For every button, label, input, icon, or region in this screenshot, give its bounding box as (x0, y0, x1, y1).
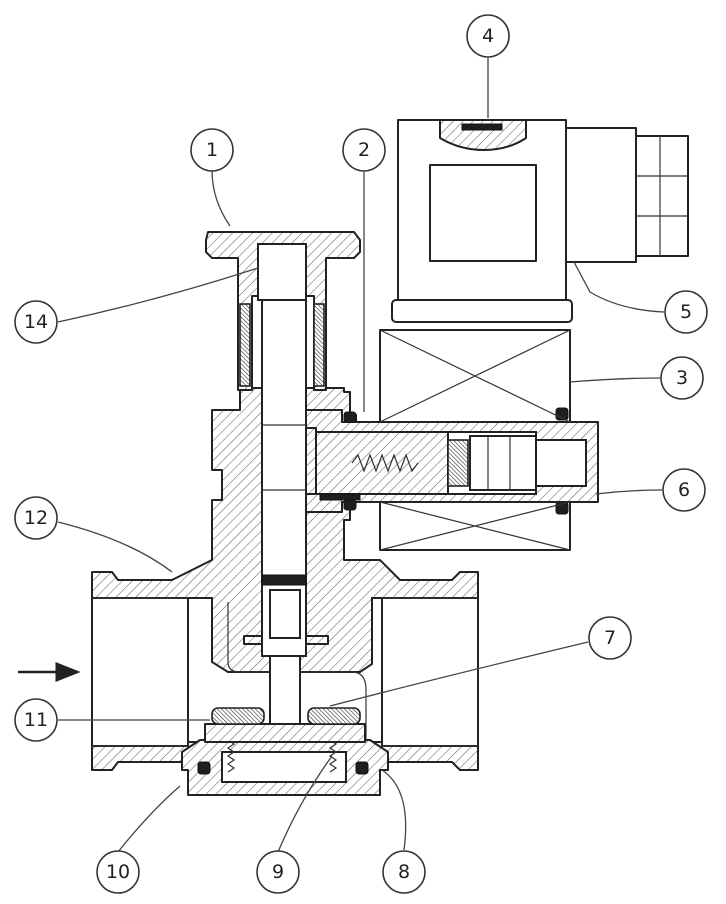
manual-knob (205, 231, 361, 391)
coil-upper-cross-2 (379, 329, 571, 423)
callout-10: 10 (96, 850, 140, 894)
leader-5 (573, 261, 665, 313)
callout-9-label: 9 (272, 861, 284, 883)
gap-seal-top (319, 493, 361, 501)
callout-2: 2 (342, 128, 386, 172)
bottom-o-ring-left (197, 761, 211, 775)
seal-right (307, 707, 361, 725)
seal-left (211, 707, 265, 725)
stem-o-ring (261, 574, 307, 586)
callout-8: 8 (382, 850, 426, 894)
callout-1-label: 1 (206, 139, 218, 161)
leader-6 (595, 489, 663, 495)
callout-14-label: 14 (24, 311, 48, 333)
leader-1 (211, 169, 231, 227)
callout-11: 11 (14, 698, 58, 742)
leader-7 (329, 641, 589, 707)
plunger-spring (351, 453, 419, 473)
callout-4: 4 (466, 14, 510, 58)
leader-8 (381, 769, 407, 851)
cable-gland-body (565, 127, 637, 263)
callout-14: 14 (14, 300, 58, 344)
callout-4-label: 4 (482, 25, 494, 47)
callout-12-label: 12 (24, 507, 48, 529)
callout-5-label: 5 (680, 301, 692, 323)
connector-window (429, 164, 537, 262)
stem-assembly (261, 299, 307, 657)
connector-band (391, 299, 573, 323)
knob-thread-left (239, 303, 251, 387)
leader-14 (57, 267, 259, 323)
leader-12 (57, 521, 173, 573)
plunger (315, 431, 449, 495)
solenoid-coil (379, 329, 571, 551)
callout-9: 9 (256, 850, 300, 894)
coil-lower-cross-2 (379, 501, 571, 551)
stem-lower-section (269, 589, 301, 639)
leader-3 (569, 377, 661, 383)
core-end (535, 439, 587, 487)
plunger-insert (447, 439, 469, 487)
cable-gland-nut (635, 135, 689, 257)
screw-slot (461, 123, 503, 131)
callout-2-label: 2 (358, 139, 370, 161)
body-o-ring-top (343, 411, 357, 423)
diaphragm-plate (204, 723, 366, 743)
leader-10 (117, 785, 181, 853)
piston-rod-lower (269, 651, 301, 725)
callout-3-label: 3 (676, 367, 688, 389)
callout-7: 7 (588, 616, 632, 660)
fixed-core (469, 435, 537, 491)
leader-lines (57, 58, 665, 853)
spring-right (328, 739, 338, 773)
pilot-passage (227, 602, 367, 742)
callout-5: 5 (664, 290, 708, 334)
callout-12: 12 (14, 496, 58, 540)
bottom-o-ring-right (355, 761, 369, 775)
leader-9 (277, 755, 333, 853)
callout-8-label: 8 (398, 861, 410, 883)
callout-11-label: 11 (24, 709, 48, 731)
coil-upper (379, 329, 571, 423)
body-o-ring-bottom (343, 499, 357, 511)
coil-lower (379, 501, 571, 551)
bottom-cap-cavity (221, 751, 347, 783)
callout-10-label: 10 (106, 861, 130, 883)
callout-3: 3 (660, 356, 704, 400)
armature-assembly (305, 407, 599, 515)
inlet-bore (91, 597, 189, 747)
knob-thread-right (313, 303, 325, 387)
bottom-cap (181, 739, 389, 796)
connector-housing (391, 119, 689, 323)
callout-6-label: 6 (678, 479, 690, 501)
callout-1: 1 (190, 128, 234, 172)
callout-7-label: 7 (604, 627, 616, 649)
callout-6: 6 (662, 468, 706, 512)
spring-left (226, 739, 236, 773)
knob-bore (257, 243, 307, 301)
